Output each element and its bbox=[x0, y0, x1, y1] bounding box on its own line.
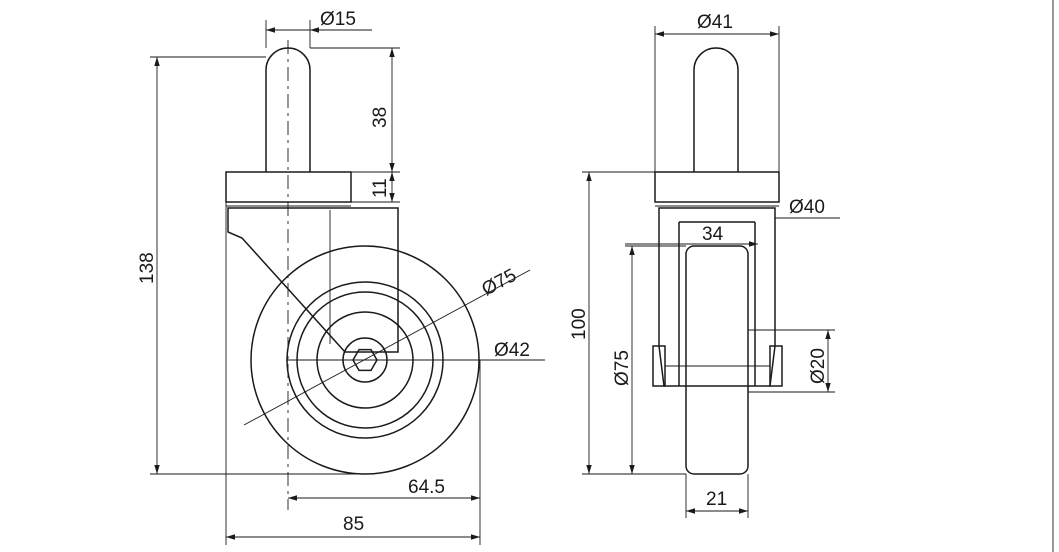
swivel-offset-label: 64.5 bbox=[408, 477, 445, 498]
plate-width-label: Ø41 bbox=[697, 12, 733, 33]
hub-diameter-label: Ø42 bbox=[494, 340, 530, 361]
front-wheel-diameter-label: Ø75 bbox=[612, 350, 633, 386]
plate-thickness-label: 11 bbox=[370, 178, 391, 198]
top-plate-front bbox=[654, 171, 780, 203]
wheel-width-label: 21 bbox=[706, 489, 727, 510]
swivel-bracket-side bbox=[227, 207, 399, 353]
fork-diameter-label: Ø40 bbox=[789, 197, 825, 218]
total-height-label: 138 bbox=[137, 252, 158, 284]
fork-inner-width-label: 34 bbox=[702, 224, 724, 245]
axle-diameter-label: Ø20 bbox=[808, 348, 829, 384]
wheel-diameter-label: Ø75 bbox=[478, 265, 520, 300]
stem-length-label: 38 bbox=[370, 107, 391, 128]
stem-diameter-label: Ø15 bbox=[320, 9, 356, 30]
front-view: Ø41 Ø40 34 100 Ø75 Ø20 21 bbox=[569, 12, 840, 518]
side-view: Ø15 38 11 138 Ø75 Ø42 64.5 85 bbox=[137, 9, 545, 545]
front-height-label: 100 bbox=[569, 308, 590, 340]
top-plate-side bbox=[225, 171, 352, 203]
total-length-label: 85 bbox=[343, 514, 364, 535]
stem-front bbox=[693, 47, 739, 172]
wheel-front bbox=[685, 245, 749, 475]
